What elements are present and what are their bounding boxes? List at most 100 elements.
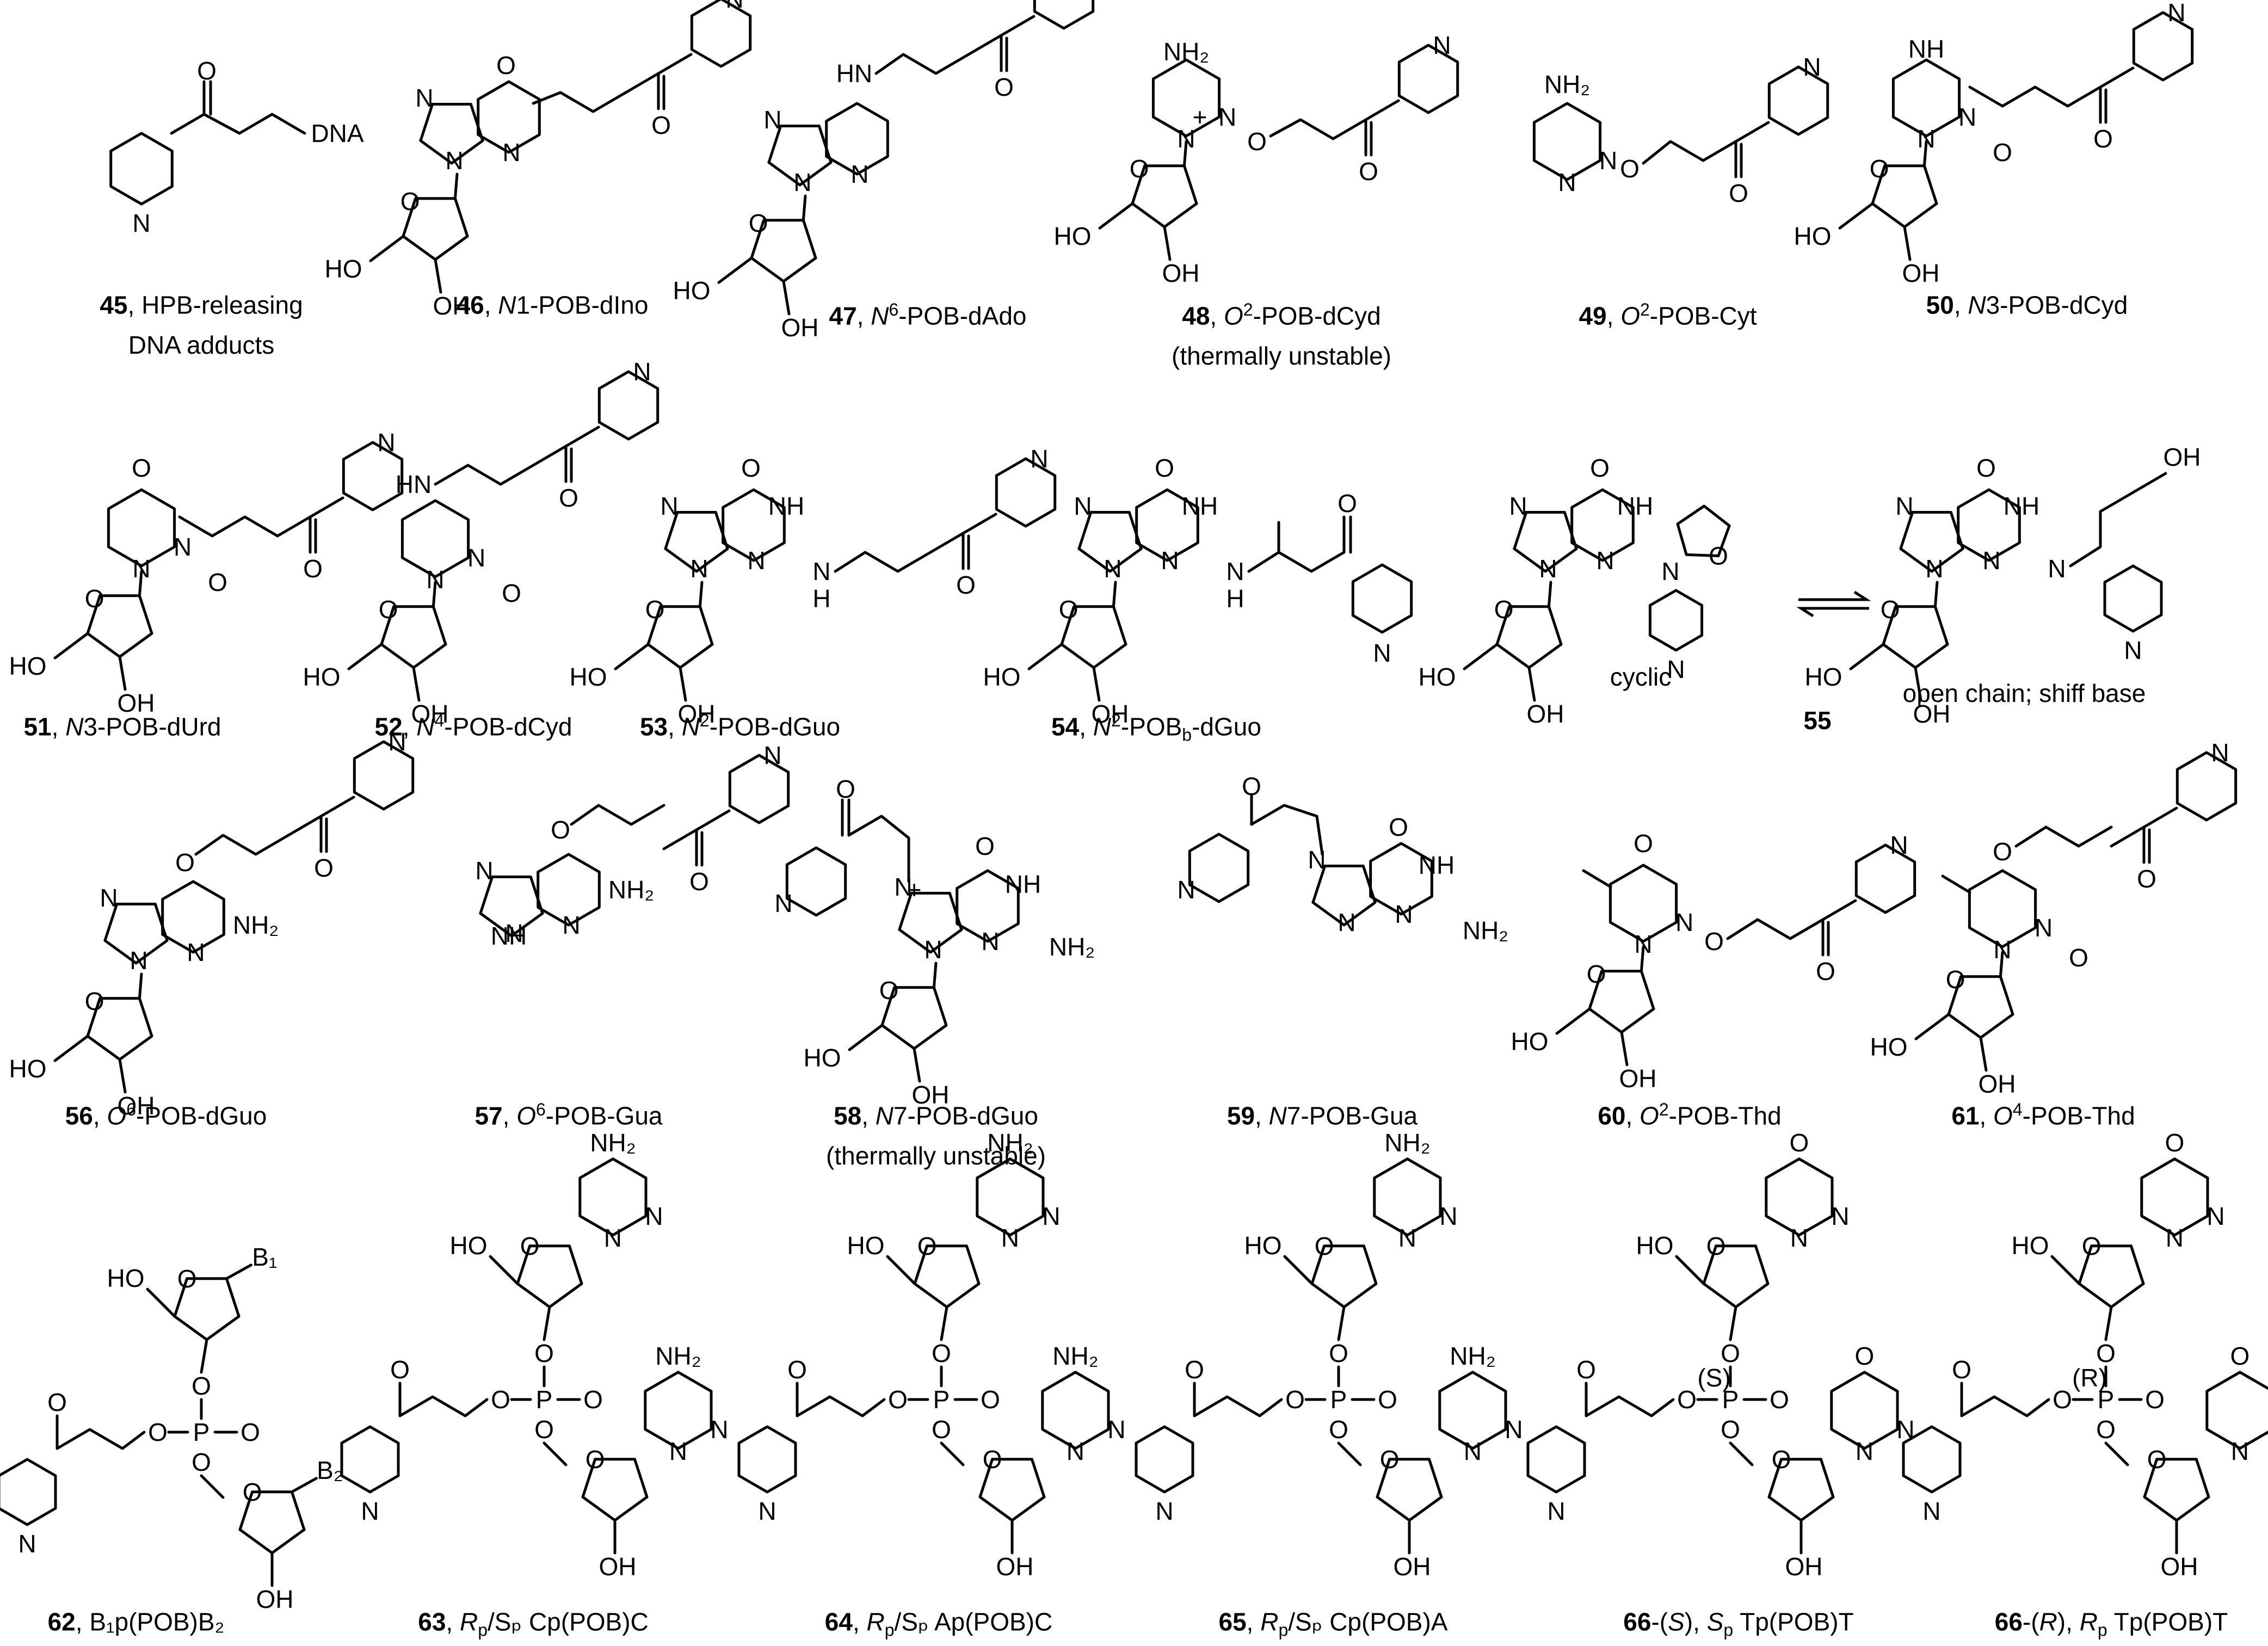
- phosphodiester-o: O: [2096, 1339, 2116, 1367]
- carbonyl-oxygen: O: [741, 454, 761, 482]
- carbonyl-oxygen: O: [47, 1388, 67, 1416]
- ch2-bond: [1849, 643, 1885, 670]
- ch2-bond: [1283, 1255, 1314, 1285]
- ring-oxygen: O: [1380, 1445, 1400, 1474]
- phosphodiester-o: O: [1721, 1415, 1740, 1444]
- chain-bond: [276, 515, 312, 538]
- amino-group: NH₂: [1463, 916, 1508, 945]
- compound-italic-2: S: [1706, 1607, 1724, 1636]
- compound-prefix: -(: [1651, 1607, 1668, 1636]
- open-chain-label: open chain; shiff base: [1902, 679, 2146, 707]
- carbonyl-oxygen: O: [496, 51, 516, 79]
- alkyl-chain: [202, 113, 306, 135]
- compound-italic: R: [459, 1607, 478, 1636]
- alkyl-phosphate-o: O: [491, 1385, 510, 1414]
- imidazole-ring: [1077, 511, 1143, 573]
- phosphoryl-o: O: [1770, 1385, 1789, 1414]
- equilibrium-arrow: [1796, 590, 1871, 618]
- carbonyl-oxygen: O: [994, 73, 1014, 101]
- hydroxyl-5: HO: [107, 1264, 145, 1292]
- compound-name: -POB-dCyd: [444, 712, 572, 741]
- ring-oxygen: O: [400, 187, 420, 215]
- alkyl-chain: [1269, 118, 1335, 140]
- carbonyl-oxygen: O: [2069, 944, 2088, 972]
- base-b1: B₁: [252, 1243, 277, 1271]
- hydroxyl-3: OH: [256, 1585, 294, 1613]
- phosphodiester-o: O: [1329, 1415, 1348, 1444]
- stereo-descriptor: (S): [1697, 1364, 1730, 1392]
- chain-bond: [1734, 121, 1770, 143]
- phosphorus: P: [933, 1385, 950, 1414]
- phosphoryl-o: O: [583, 1385, 603, 1414]
- compound-sup: 6: [535, 1100, 546, 1119]
- compound-name: 7-POB-Gua: [1286, 1101, 1418, 1130]
- compound-sup: 2: [699, 711, 710, 730]
- compound-name: -POB-dGuo: [709, 712, 841, 741]
- carbonyl-oxygen: O: [1729, 179, 1748, 207]
- compound-sup: 2: [1659, 1100, 1669, 1119]
- oh-bond: [1527, 666, 1536, 702]
- hydroxyl-5: HO: [1054, 222, 1092, 250]
- pyrimidine-n3: N: [2207, 1202, 2224, 1230]
- hydroxyl-5: HO: [9, 652, 47, 680]
- oh-bond: [412, 666, 421, 702]
- phosphodiester-o: O: [2096, 1415, 2116, 1444]
- pyrimidine-n3: N: [1958, 103, 1976, 131]
- deoxyribose-ring-5: [1702, 1244, 1770, 1309]
- hydroxyl-3: OH: [912, 1081, 950, 1109]
- pyrimidine-n3: N: [467, 544, 485, 572]
- pyrimidine-n3: N: [1107, 1415, 1125, 1444]
- amino-group: NH₂: [1544, 70, 1590, 98]
- alkyl-phosphate-o: O: [1285, 1385, 1305, 1414]
- bottom-base-group: NH₂: [655, 1342, 701, 1370]
- ring-oxygen: O: [2082, 1232, 2101, 1260]
- o3-bond: [940, 1305, 948, 1341]
- alkyl-phosphate-o: O: [148, 1418, 168, 1446]
- pyridine-ring: [597, 370, 660, 441]
- pyridine-ring: [1135, 1425, 1194, 1494]
- ring-oxygen: O: [520, 1232, 540, 1260]
- alkyl-chain: [2069, 472, 2167, 568]
- compound-number: 54: [1051, 712, 1080, 741]
- carbonyl-oxygen: O: [975, 832, 995, 860]
- pyrimidine-ring: [1830, 1371, 1899, 1450]
- methyl-bond: [1941, 874, 1971, 894]
- glycosidic-bond: [432, 581, 437, 608]
- ether-oxygen: O: [551, 816, 570, 844]
- compound-sub: p: [2097, 1620, 2107, 1640]
- purine-n9: N: [505, 919, 523, 947]
- caption-47: 47, N6-POB-dAdo: [829, 300, 1027, 330]
- carbonyl-oxygen: O: [1952, 1355, 1971, 1384]
- deoxyribose-ring-3: [238, 1490, 306, 1555]
- alkyl-chain: [56, 1428, 146, 1450]
- pyridine-nitrogen: N: [1373, 639, 1391, 667]
- pyrimidine-ring: [2140, 1157, 2209, 1237]
- pyrimidine-n3: N: [710, 1415, 728, 1444]
- carbonyl-oxygen: O: [132, 454, 151, 482]
- purine-n9: N: [924, 935, 942, 964]
- compound-italic: O: [1223, 301, 1243, 330]
- pyrimidine-ring: [1968, 869, 2037, 948]
- positive-charge: +: [1193, 103, 1207, 131]
- caption-53: 53, N2-POB-dGuo: [639, 711, 841, 741]
- carbonyl-oxygen: O: [956, 571, 976, 599]
- ring-oxygen: O: [1946, 965, 1965, 994]
- compound-sub: p: [1723, 1620, 1734, 1640]
- purine-n9: N: [1539, 554, 1557, 583]
- alkyl-chain: [1642, 140, 1705, 165]
- pyrimidine-ring: [537, 853, 601, 927]
- ch2-bond: [489, 1255, 519, 1285]
- ch2-bond: [2050, 1255, 2081, 1285]
- hydroxyl-5: HO: [1511, 1027, 1549, 1056]
- alkyl-chain: [1193, 1395, 1283, 1417]
- compound-name: B₁p(POB)B₂: [89, 1607, 225, 1636]
- bottom-base-group: NH₂: [1052, 1342, 1098, 1370]
- compound-italic: N: [875, 1101, 894, 1130]
- purine-n7: N: [1308, 846, 1326, 874]
